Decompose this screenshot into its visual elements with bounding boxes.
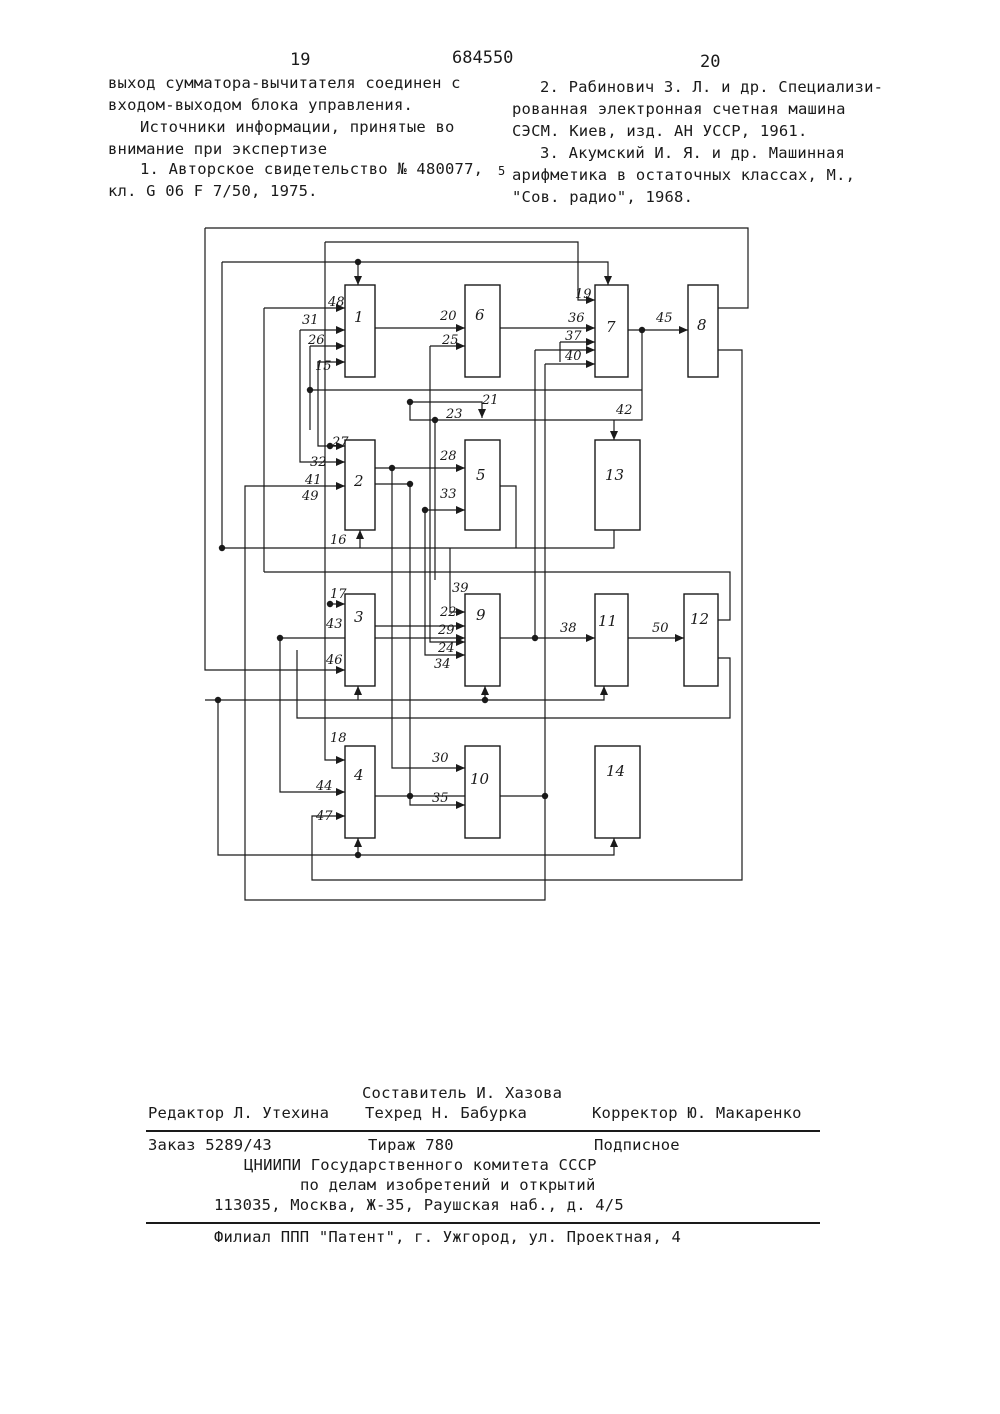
block-14: 14 (595, 746, 640, 838)
signal-43: 43 (325, 617, 343, 632)
rule-bottom (146, 1222, 820, 1224)
block-6: 6 (465, 285, 500, 377)
signal-37: 37 (565, 329, 582, 344)
block-6-label: 6 (475, 306, 485, 324)
block-14-label: 14 (606, 762, 625, 780)
block-5-label: 5 (476, 466, 486, 484)
signal-18: 18 (330, 731, 347, 746)
block-12-label: 12 (690, 610, 709, 628)
signal-35: 35 (432, 791, 449, 806)
editor: Редактор Л. Утехина (148, 1104, 329, 1122)
signal-34: 34 (434, 657, 451, 672)
signal-31: 31 (302, 313, 319, 328)
signal-42: 42 (615, 403, 633, 418)
rule-top (146, 1130, 820, 1132)
signal-15: 15 (315, 359, 332, 374)
signal-47: 47 (315, 809, 333, 824)
org-line-2: по делам изобретений и открытий (300, 1176, 596, 1194)
signal-22: 22 (439, 605, 457, 620)
signal-39: 39 (452, 581, 469, 596)
block-3-label: 3 (354, 608, 364, 626)
block-8: 8 (688, 285, 718, 377)
block-11: 11 (595, 594, 628, 686)
block-11-label: 11 (598, 612, 617, 630)
signal-27: 27 (331, 435, 349, 450)
org-line-1: ЦНИИПИ Государственного комитета СССР (244, 1156, 597, 1174)
signal-45: 45 (655, 311, 673, 326)
block-3: 3 (345, 594, 375, 686)
techred: Техред Н. Бабурка (365, 1104, 527, 1122)
signal-16: 16 (330, 533, 347, 548)
block-4-label: 4 (353, 766, 364, 784)
signal-26: 26 (307, 333, 325, 348)
signal-38: 38 (560, 621, 577, 636)
block-5: 5 (465, 440, 500, 530)
signal-19: 19 (575, 287, 592, 302)
block-10: 10 (465, 746, 500, 838)
block-4: 4 (345, 746, 375, 838)
signal-25: 25 (441, 333, 459, 348)
block-13: 13 (595, 440, 640, 530)
block-7: 7 (595, 285, 628, 377)
order: Заказ 5289/43 (148, 1136, 272, 1154)
signal-41: 41 (304, 473, 322, 488)
signal-36: 36 (568, 311, 585, 326)
block-12: 12 (684, 594, 718, 686)
signal-23: 23 (445, 407, 463, 422)
signal-46: 46 (325, 653, 343, 668)
block-2-label: 2 (353, 472, 364, 490)
signal-32: 32 (310, 455, 327, 470)
address: 113035, Москва, Ж-35, Раушская наб., д. … (214, 1196, 624, 1214)
block-7-label: 7 (606, 318, 616, 336)
signal-50: 50 (652, 621, 669, 636)
block-8-label: 8 (697, 316, 707, 334)
corrector: Корректор Ю. Макаренко (592, 1104, 802, 1122)
signal-20: 20 (439, 309, 457, 324)
signal-29: 29 (437, 623, 455, 638)
signal-17: 17 (330, 587, 347, 602)
signal-33: 33 (440, 487, 457, 502)
signal-24: 24 (437, 641, 455, 656)
signal-28: 28 (439, 449, 457, 464)
signal-44: 44 (315, 779, 333, 794)
block-1-label: 1 (354, 308, 364, 326)
block-13-label: 13 (605, 466, 624, 484)
block-9-label: 9 (476, 606, 486, 624)
block-2: 2 (345, 440, 375, 530)
signal-21: 21 (481, 393, 499, 408)
signal-40: 40 (564, 349, 582, 364)
branch: Филиал ППП "Патент", г. Ужгород, ул. Про… (214, 1228, 681, 1246)
block-9: 9 (465, 594, 500, 686)
block-10-label: 10 (470, 770, 490, 788)
signal-49: 49 (301, 489, 319, 504)
subscription: Подписное (594, 1136, 680, 1154)
signal-30: 30 (432, 751, 449, 766)
circulation: Тираж 780 (368, 1136, 454, 1154)
block-1: 1 (345, 285, 375, 377)
signal-48: 48 (327, 295, 345, 310)
compiler: Составитель И. Хазова (362, 1084, 562, 1102)
